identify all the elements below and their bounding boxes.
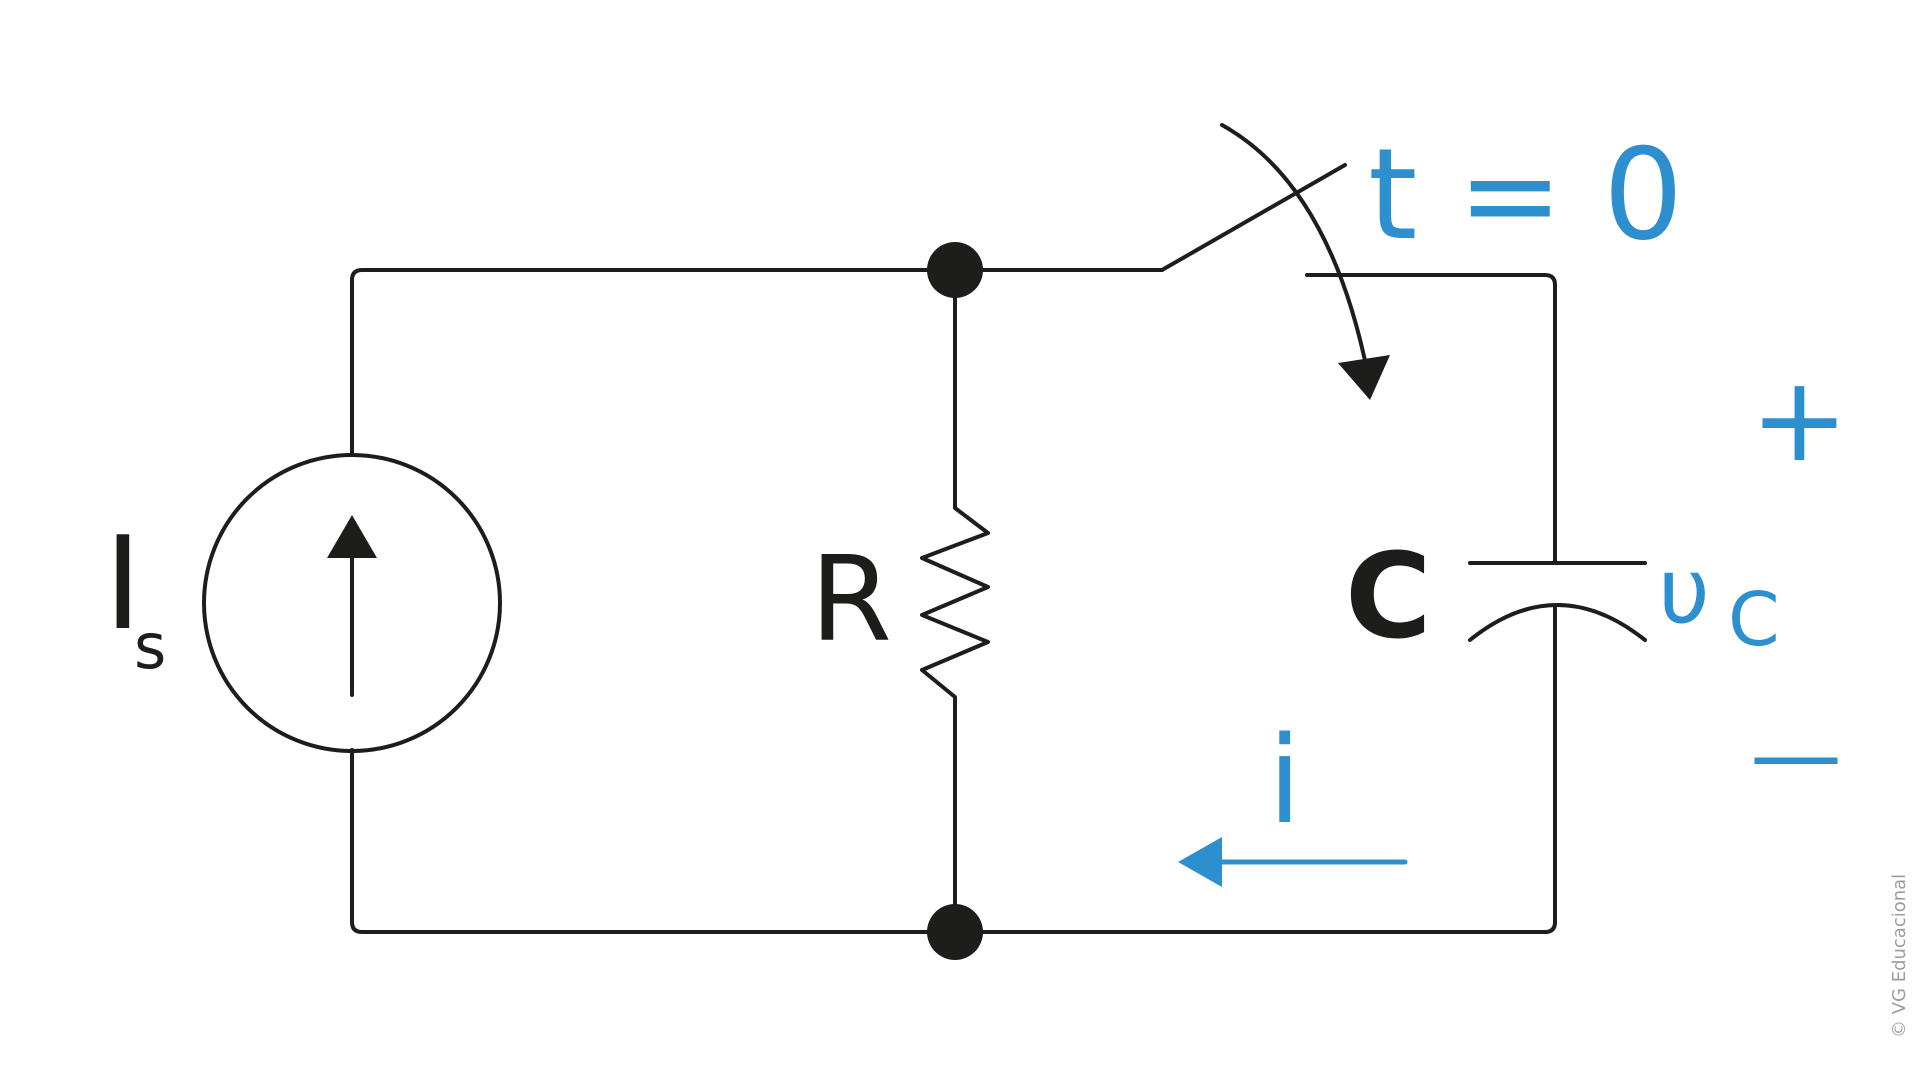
bottom-node bbox=[927, 904, 983, 960]
current-label: i bbox=[1268, 712, 1301, 851]
switch-action-arc bbox=[1220, 123, 1370, 377]
capacitor-label: C bbox=[1345, 527, 1432, 665]
source-label: I bbox=[104, 510, 142, 659]
resistor-label: R bbox=[810, 530, 892, 668]
resistor-zigzag bbox=[920, 268, 990, 934]
minus-sign: — bbox=[1750, 701, 1842, 808]
source-subscript-label: s bbox=[134, 610, 166, 683]
top-node bbox=[927, 242, 983, 298]
copyright-text: © VG Educacional bbox=[1889, 874, 1910, 1038]
switch-blade bbox=[1160, 163, 1347, 272]
top-right-wire bbox=[1305, 273, 1557, 565]
voltage-label: υ bbox=[1658, 539, 1710, 644]
bottom-left-wire bbox=[350, 748, 957, 934]
current-source-circle bbox=[202, 453, 502, 753]
plus-sign: + bbox=[1750, 350, 1849, 488]
capacitor-bottom-plate bbox=[1468, 603, 1647, 642]
bottom-right-wire bbox=[953, 606, 1557, 934]
current-arrow-head bbox=[1178, 837, 1222, 887]
voltage-subscript-label: C bbox=[1728, 577, 1780, 663]
top-left-wire bbox=[350, 268, 957, 457]
switch-time-label: t = 0 bbox=[1368, 121, 1683, 268]
current-source-arrow-head bbox=[327, 515, 377, 558]
switch-action-arrow-head bbox=[1338, 355, 1390, 400]
